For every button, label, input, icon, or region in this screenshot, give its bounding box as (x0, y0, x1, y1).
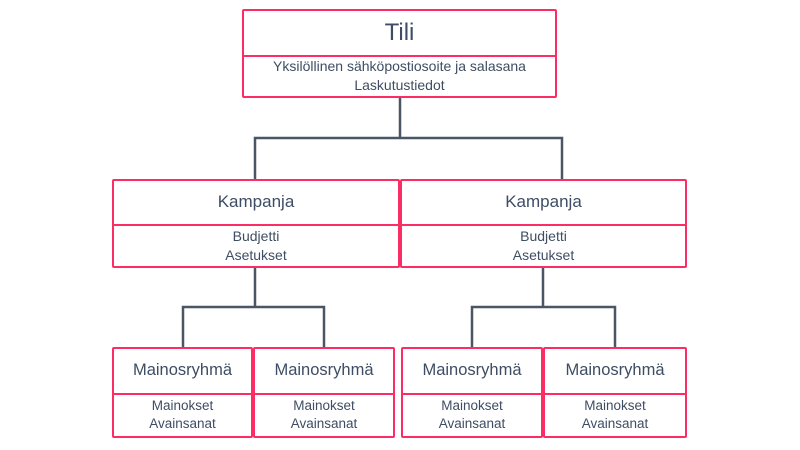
node-adgroup-4: Mainosryhmä Mainokset Avainsanat (543, 347, 687, 438)
node-campaign-2-header: Kampanja (402, 181, 685, 224)
node-adgroup-3-body: Mainokset Avainsanat (403, 392, 541, 437)
node-campaign-1: Kampanja Budjetti Asetukset (112, 179, 400, 268)
node-adgroup-1-header: Mainosryhmä (114, 349, 251, 393)
connector-campaign1-to-adgroups (181, 268, 326, 347)
node-account-detail: Yksilöllinen sähköpostiosoite ja salasan… (273, 58, 526, 75)
node-adgroup-1-body: Mainokset Avainsanat (114, 392, 251, 437)
node-adgroup-1: Mainosryhmä Mainokset Avainsanat (112, 347, 253, 438)
node-campaign-2-detail: Budjetti (520, 227, 567, 244)
node-adgroup-2-title: Mainosryhmä (274, 361, 374, 380)
node-campaign-2: Kampanja Budjetti Asetukset (400, 179, 687, 268)
node-adgroup-1-title: Mainosryhmä (132, 361, 233, 380)
node-campaign-2-detail: Asetukset (512, 246, 575, 263)
node-adgroup-3-title: Mainosryhmä (422, 361, 522, 380)
connector-campaign2-to-adgroups (470, 268, 617, 347)
node-campaign-1-detail: Budjetti (232, 227, 280, 244)
node-adgroup-3: Mainosryhmä Mainokset Avainsanat (401, 347, 543, 438)
node-adgroup-4-body: Mainokset Avainsanat (545, 392, 685, 437)
node-campaign-1-header: Kampanja (114, 181, 398, 224)
node-adgroup-3-header: Mainosryhmä (403, 349, 541, 393)
node-campaign-2-title: Kampanja (505, 192, 582, 212)
node-adgroup-1-detail: Avainsanat (149, 416, 216, 432)
node-adgroup-4-header: Mainosryhmä (545, 349, 685, 393)
node-adgroup-3-detail: Mainokset (441, 398, 503, 414)
node-adgroup-2: Mainosryhmä Mainokset Avainsanat (253, 347, 395, 438)
node-account: Tili Yksilöllinen sähköpostiosoite ja sa… (242, 9, 557, 98)
node-adgroup-2-detail: Avainsanat (290, 416, 358, 432)
node-account-header: Tili (244, 11, 555, 55)
node-adgroup-1-detail: Mainokset (151, 398, 214, 414)
node-adgroup-4-detail: Avainsanat (581, 416, 649, 432)
node-adgroup-2-body: Mainokset Avainsanat (255, 392, 393, 437)
node-campaign-1-detail: Asetukset (225, 246, 287, 263)
node-account-detail: Laskutustiedot (354, 77, 445, 94)
node-account-title: Tili (384, 18, 415, 46)
node-adgroup-2-detail: Mainokset (293, 398, 355, 414)
connector-account-to-campaigns (253, 98, 564, 179)
node-adgroup-2-header: Mainosryhmä (255, 349, 393, 393)
node-adgroup-4-title: Mainosryhmä (565, 361, 665, 380)
node-account-body: Yksilöllinen sähköpostiosoite ja salasan… (244, 54, 555, 97)
node-adgroup-3-detail: Avainsanat (438, 416, 506, 432)
node-campaign-2-body: Budjetti Asetukset (402, 223, 685, 267)
node-campaign-1-body: Budjetti Asetukset (114, 223, 398, 267)
node-adgroup-4-detail: Mainokset (584, 398, 646, 414)
node-campaign-1-title: Kampanja (217, 192, 295, 212)
